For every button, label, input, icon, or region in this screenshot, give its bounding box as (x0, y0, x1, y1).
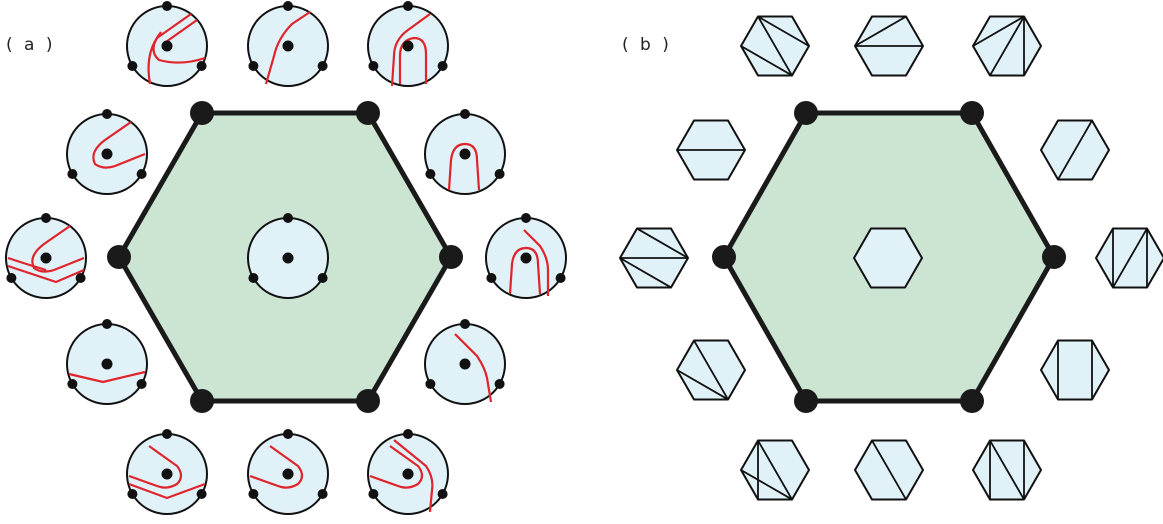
hexagon-a-vertices (107, 101, 463, 413)
diagonal-line (989, 440, 1025, 500)
panel-a-label: ( a ) (6, 35, 56, 55)
panel-b (619, 15, 1163, 501)
disk-a-right-3 (424, 319, 506, 405)
diagonal-line (676, 369, 729, 401)
hexagon-vertex-dot (356, 389, 380, 413)
disk-a-right-1 (424, 109, 506, 195)
triangulated-hexagon-icon (1040, 119, 1110, 181)
hexagon-vertex-dot (960, 389, 984, 413)
diagonal-line (1112, 228, 1148, 288)
triangulated-hexagon-icon (740, 15, 810, 77)
triangulated-hexagons (619, 15, 1163, 501)
disk-a-bottom-2 (247, 429, 329, 515)
diagonal-line (1057, 120, 1093, 180)
diagonal-line (757, 16, 793, 76)
diagonal-line (693, 340, 729, 400)
disk-a-right-2 (485, 213, 567, 299)
triangulated-hexagon-icon (854, 15, 924, 77)
triangulated-hexagon-icon (619, 227, 689, 289)
disk-a-top-1 (126, 1, 208, 87)
disk-a-bottom-1 (126, 429, 208, 515)
triangulated-hexagon-icon (676, 339, 746, 401)
diagonal-line (619, 257, 672, 289)
triangulated-hexagon-icon (853, 227, 923, 289)
disk-a-left-2 (5, 213, 87, 299)
diagonal-line (972, 15, 1025, 47)
hexagon-vertex-dot (1042, 245, 1066, 269)
disk-a-left-1 (66, 109, 148, 195)
hexagon-vertex-dot (794, 101, 818, 125)
diagonal-line (757, 15, 810, 47)
diagonal-line (740, 45, 793, 77)
disk-a-left-3 (66, 319, 148, 405)
diagonal-line (636, 227, 689, 259)
diagonal-line (854, 15, 907, 47)
disk-a-top-3 (367, 1, 449, 87)
diagonal-line (757, 440, 793, 500)
hexagon-vertex-dot (960, 101, 984, 125)
disk-a-bottom-3 (367, 429, 449, 515)
hexagon-vertex-dot (712, 245, 736, 269)
diagonal-line (740, 469, 793, 501)
triangulated-hexagon-icon (740, 439, 810, 501)
hexagon-vertex-dot (794, 389, 818, 413)
diagonal-line (871, 440, 907, 500)
triangulated-hexagon-icon (1095, 227, 1163, 289)
triangulated-hexagon-icon (972, 439, 1042, 501)
diagonal-line (989, 16, 1025, 76)
hexagon-vertex-dot (190, 101, 214, 125)
hexagon-vertex-dot (107, 245, 131, 269)
triangulated-hexagon-icon (676, 119, 746, 181)
hexagon-vertex-dot (356, 101, 380, 125)
center-disk-a (247, 213, 329, 299)
panel-a (5, 1, 567, 515)
hexagon-vertex-dot (190, 389, 214, 413)
hexagon-b-vertices (712, 101, 1066, 413)
panel-b-label: ( b ) (622, 35, 672, 55)
triangulated-hexagon-icon (1040, 339, 1110, 401)
triangulated-hexagon-icon (972, 15, 1042, 77)
triangulated-hexagon-icon (854, 439, 924, 501)
hexagon-vertex-dot (439, 245, 463, 269)
disk-a-top-2 (247, 1, 329, 87)
